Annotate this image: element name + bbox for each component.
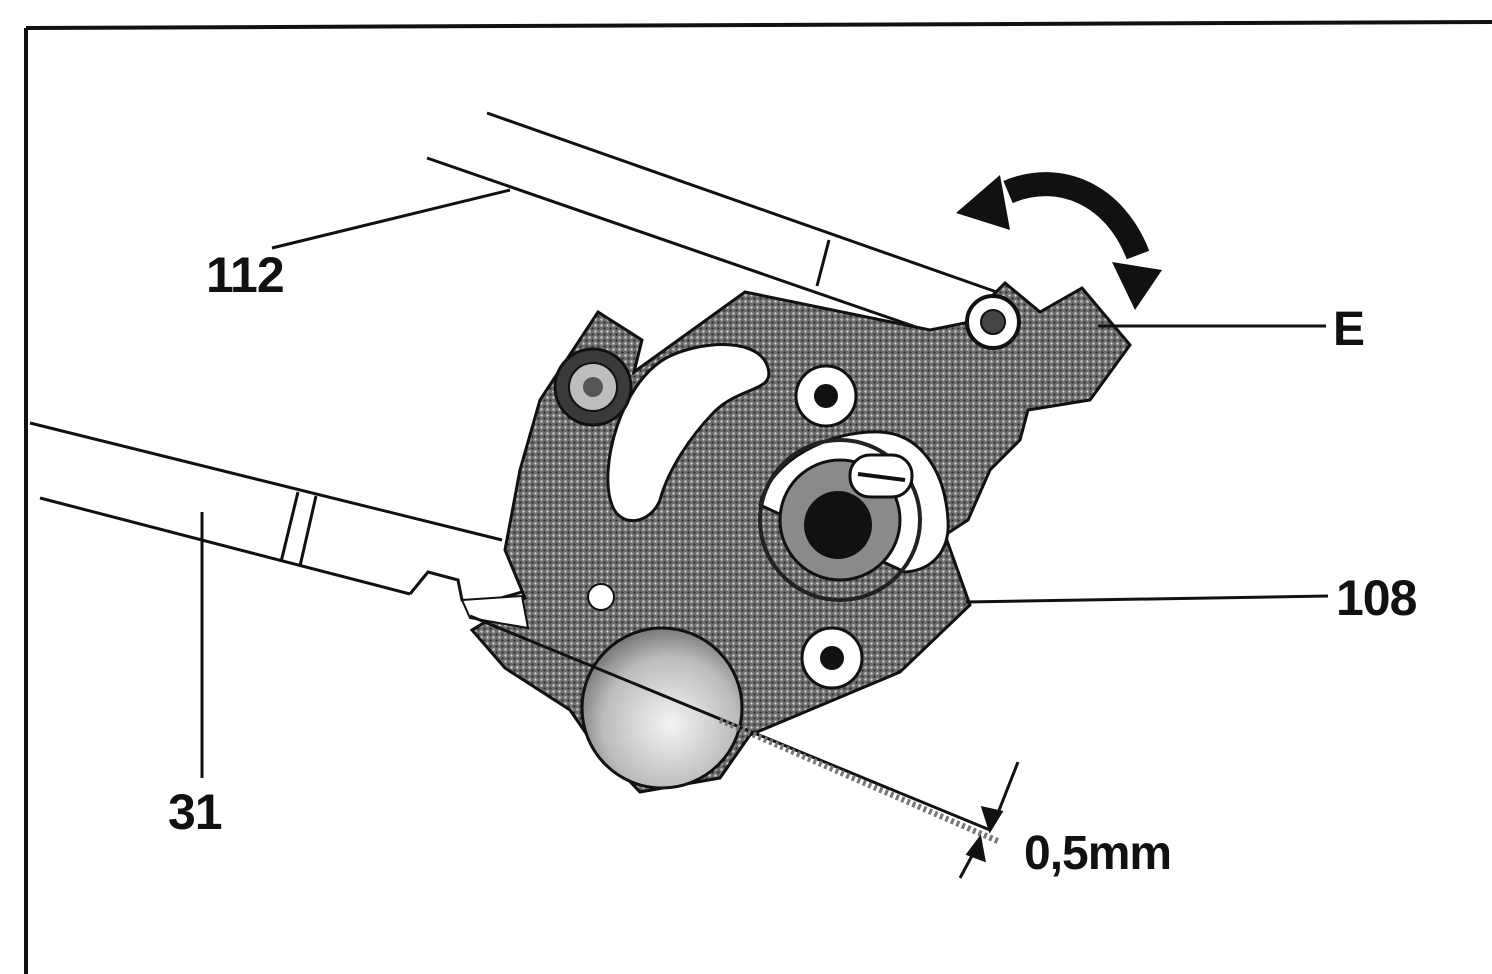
rod-31-notch [460,594,530,630]
leader-112 [271,188,511,250]
clearance-gap [469,614,1002,845]
knurled-knob [580,626,744,790]
label-e: E [1333,303,1365,356]
label-31: 31 [168,784,223,840]
rod-112 [426,111,1009,338]
curved-slot [606,343,771,522]
dimension-label: 0,5mm [1024,827,1172,880]
screw-e [965,294,1021,350]
figure-frame [24,20,1492,974]
rotate-arrow-icon [956,172,1162,310]
leader-lines [200,188,1329,778]
leader-108 [965,594,1329,604]
dimension-arrow-icon [958,761,1020,879]
cam-assembly [758,430,950,602]
screw-upper-left [553,347,633,427]
label-108: 108 [1336,570,1417,626]
rod-31 [29,421,523,606]
rivet-bottom [800,626,864,690]
plate-hole [587,583,615,611]
label-112: 112 [206,247,285,303]
rivet-top [794,364,858,428]
